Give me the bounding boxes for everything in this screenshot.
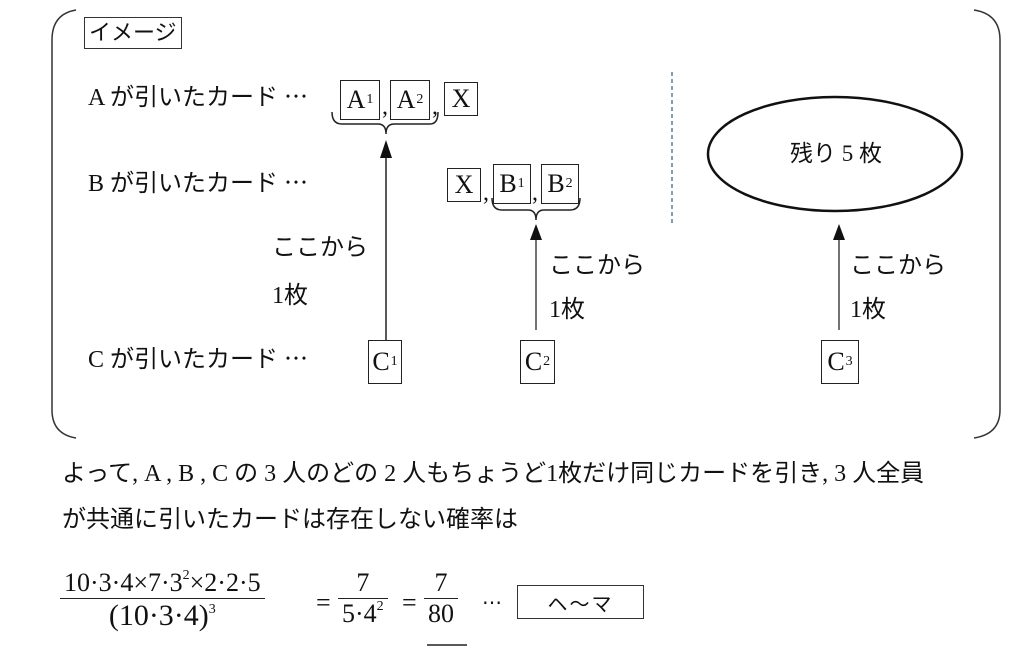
ellipsis: ⋯ bbox=[482, 592, 502, 614]
card-main: C bbox=[372, 347, 390, 376]
brace-b bbox=[491, 197, 581, 221]
fraction-3-denominator: 80 bbox=[428, 599, 454, 629]
fraction-2-numerator: 7 bbox=[356, 568, 370, 597]
fraction-1-numerator: 10·3·4×7·32×2·2·5 bbox=[60, 568, 265, 598]
fraction-3-numerator: 7 bbox=[434, 568, 448, 597]
num-exponent: 2 bbox=[182, 568, 190, 583]
frame-right-bracket bbox=[973, 9, 1001, 439]
arrow-3-head bbox=[833, 224, 845, 240]
row-a-label: A が引いたカード ⋯ bbox=[88, 85, 309, 111]
card-main: A bbox=[396, 85, 416, 114]
arrow-1-line1: ここから bbox=[272, 235, 368, 261]
fraction-bar bbox=[424, 597, 458, 600]
arrow-2-line2: 1枚 bbox=[549, 297, 585, 323]
card-main: X bbox=[454, 170, 474, 199]
fraction-3: 7 80 bbox=[424, 568, 458, 629]
remaining-label: 残り 5 枚 bbox=[790, 141, 882, 166]
card-sub: 2 bbox=[565, 176, 573, 191]
equals-2: = bbox=[402, 588, 417, 617]
answer-label: ヘ〜マ bbox=[547, 593, 614, 616]
arrow-3-line2: 1枚 bbox=[850, 297, 886, 323]
image-label: イメージ bbox=[89, 20, 177, 45]
card-sub: 1 bbox=[517, 176, 525, 191]
explanation-line1: よって, A , B , C の 3 人のどの 2 人もちょうど1枚だけ同じカー… bbox=[62, 461, 925, 487]
card-sub: 1 bbox=[366, 92, 374, 107]
card-a-x: X bbox=[444, 82, 478, 116]
comma: , bbox=[483, 180, 489, 206]
fraction-2-denominator: 5·42 bbox=[338, 599, 388, 629]
card-main: C bbox=[827, 347, 845, 376]
card-b-x: X bbox=[447, 168, 481, 202]
fraction-bar bbox=[60, 597, 265, 600]
row-c-label: C が引いたカード ⋯ bbox=[88, 347, 309, 373]
frame-left-bracket bbox=[51, 9, 77, 439]
remaining-ellipse bbox=[706, 95, 964, 213]
card-sub: 2 bbox=[543, 354, 551, 369]
row-b-label: B が引いたカード ⋯ bbox=[88, 171, 309, 197]
card-main: B bbox=[547, 169, 565, 198]
fraction-2: 7 5·42 bbox=[338, 568, 388, 629]
card-sub: 3 bbox=[845, 354, 853, 369]
arrow-1-line2: 1枚 bbox=[272, 283, 308, 309]
card-main: A bbox=[346, 85, 366, 114]
den-part: (10·3·4) bbox=[108, 599, 209, 633]
fraction-1-denominator: (10·3·4)3 bbox=[105, 599, 220, 634]
arrow-1-head bbox=[380, 140, 392, 158]
comma: , bbox=[532, 180, 538, 206]
den-exponent: 2 bbox=[376, 599, 384, 615]
explanation-line2: が共通に引いたカードは存在しない確率は bbox=[62, 507, 518, 533]
card-main: C bbox=[524, 347, 543, 376]
den-part: 5·4 bbox=[342, 599, 377, 629]
comma: , bbox=[432, 94, 438, 120]
card-main: B bbox=[499, 169, 517, 198]
num-part: 10·3·4×7·3 bbox=[64, 568, 183, 597]
card-sub: 2 bbox=[416, 92, 424, 107]
num-tail: ×2·2·5 bbox=[189, 568, 261, 597]
arrow-2-line1: ここから bbox=[549, 253, 645, 279]
equals-1: = bbox=[316, 588, 331, 617]
brace-a bbox=[331, 111, 439, 135]
card-main: X bbox=[451, 84, 471, 113]
arrow-2-head bbox=[530, 224, 542, 240]
answer-box: ヘ〜マ bbox=[517, 585, 644, 619]
comma: , bbox=[382, 94, 388, 120]
fraction-bar bbox=[338, 597, 388, 600]
den-exponent: 3 bbox=[208, 602, 216, 618]
image-label-box: イメージ bbox=[84, 17, 182, 50]
card-sub: 1 bbox=[390, 354, 398, 369]
arrow-3-line1: ここから bbox=[850, 253, 946, 279]
fraction-1: 10·3·4×7·32×2·2·5 (10·3·4)3 bbox=[60, 568, 265, 634]
